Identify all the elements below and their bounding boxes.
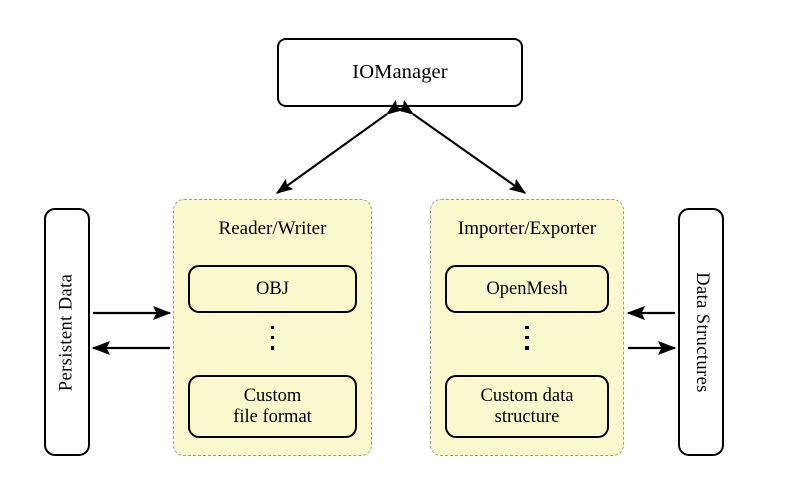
group-reader-writer[interactable]: Reader/Writer OBJ Custom file format — [173, 199, 372, 456]
item-custom-data-structure-label-line2: structure — [494, 406, 560, 427]
group-importer-exporter[interactable]: Importer/Exporter OpenMesh Custom data s… — [430, 199, 624, 456]
node-io-manager[interactable]: IOManager — [277, 38, 523, 107]
group-importer-exporter-title: Importer/Exporter — [457, 218, 597, 239]
data-structures-label: Data Structures — [691, 271, 712, 393]
node-data-structures[interactable]: Data Structures — [678, 208, 724, 456]
vertical-ellipsis-icon — [431, 326, 623, 350]
item-obj-label: OBJ — [256, 278, 289, 299]
item-custom-file-format-label-line1: Custom — [243, 385, 302, 406]
io-manager-label: IOManager — [352, 61, 448, 83]
item-custom-file-format[interactable]: Custom file format — [188, 375, 357, 438]
item-openmesh[interactable]: OpenMesh — [445, 265, 609, 313]
connector-manager-reader-writer — [275, 99, 404, 194]
vertical-ellipsis-icon — [174, 326, 371, 350]
item-openmesh-label: OpenMesh — [486, 278, 568, 299]
connector-manager-importer-exporter — [396, 99, 527, 194]
item-obj[interactable]: OBJ — [188, 265, 357, 313]
group-reader-writer-title: Reader/Writer — [218, 218, 327, 239]
persistent-data-label: Persistent Data — [56, 273, 77, 391]
item-custom-data-structure-label-line1: Custom data — [480, 385, 574, 406]
item-custom-file-format-label-line2: file format — [233, 406, 312, 427]
node-persistent-data[interactable]: Persistent Data — [44, 208, 90, 456]
item-custom-data-structure[interactable]: Custom data structure — [445, 375, 609, 438]
